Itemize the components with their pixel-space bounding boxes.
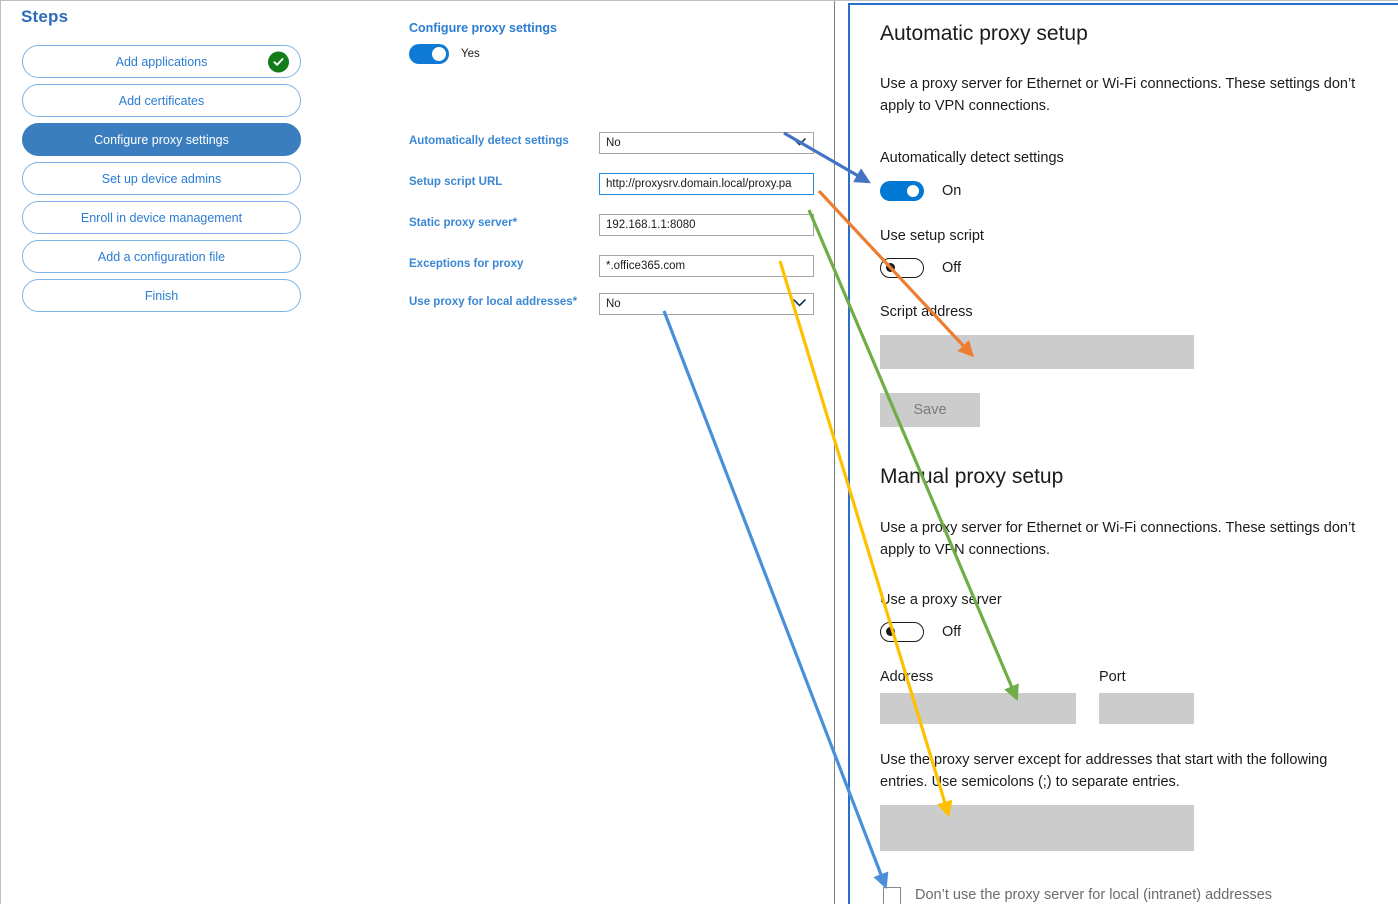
use-setup-script-toggle[interactable] [880, 258, 924, 278]
step-item-add-a-configuration-file[interactable]: Add a configuration file [22, 240, 301, 273]
input-value: 192.168.1.1:8080 [606, 219, 696, 231]
automatically-detect-settings-select[interactable]: No [599, 132, 814, 154]
setup-script-url-input[interactable]: http://proxysrv.domain.local/proxy.pa [599, 173, 814, 195]
proxy-exceptions-description: Use the proxy server except for addresse… [880, 752, 1328, 790]
script-address-input[interactable] [880, 335, 1194, 369]
step-item-enroll-in-device-management[interactable]: Enroll in device management [22, 201, 301, 234]
automatically-detect-settings-toggle-row: On [880, 181, 961, 201]
step-item-configure-proxy-settings[interactable]: Configure proxy settings [22, 123, 301, 156]
script-address-label: Script address [880, 304, 973, 320]
port-input[interactable] [1099, 693, 1194, 724]
field-label: Automatically detect settings [409, 135, 569, 147]
toggle-state-label: On [942, 183, 962, 199]
port-label: Port [1099, 669, 1126, 685]
panel-divider [834, 1, 835, 904]
step-label: Enroll in device management [80, 210, 243, 225]
save-button[interactable]: Save [880, 393, 980, 427]
input-value: http://proxysrv.domain.local/proxy.pa [606, 178, 792, 190]
step-item-add-certificates[interactable]: Add certificates [22, 84, 301, 117]
step-label: Add certificates [118, 93, 205, 108]
bypass-local-addresses-label: Don’t use the proxy server for local (in… [915, 887, 1273, 903]
exceptions-for-proxy-input[interactable]: *.office365.com [599, 255, 814, 277]
step-item-finish[interactable]: Finish [22, 279, 301, 312]
use-setup-script-label: Use setup script [880, 228, 984, 244]
step-item-add-applications[interactable]: Add applications [22, 45, 301, 78]
use-proxy-for-local-addresses-select[interactable]: No [599, 293, 814, 315]
address-label: Address [880, 669, 934, 685]
steps-panel-title: Steps [21, 7, 69, 26]
toggle-state-label: Off [942, 624, 962, 640]
manual-proxy-setup-description: Use a proxy server for Ethernet or Wi-Fi… [880, 520, 1356, 558]
proxy-exceptions-input[interactable] [880, 805, 1194, 851]
required-marker: * [572, 296, 578, 308]
configure-proxy-toggle[interactable] [409, 44, 449, 64]
field-setup-script-url: Setup script URL http://proxysrv.domain.… [409, 173, 834, 195]
toggle-knob [432, 47, 446, 61]
use-a-proxy-server-label: Use a proxy server [880, 592, 1002, 608]
field-label: Setup script URL [409, 176, 503, 188]
toggle-state-label: Off [942, 260, 962, 276]
select-value: No [606, 298, 621, 310]
field-exceptions-for-proxy: Exceptions for proxy *.office365.com [409, 255, 834, 277]
address-input[interactable] [880, 693, 1076, 724]
check-circle-icon [268, 51, 289, 72]
steps-panel: Steps Add applications Add certificates … [1, 1, 331, 904]
chevron-down-icon [793, 133, 806, 153]
step-label: Set up device admins [101, 171, 222, 186]
field-automatically-detect-settings: Automatically detect settings No [409, 132, 834, 154]
field-use-proxy-for-local-addresses: Use proxy for local addresses* No [409, 293, 834, 315]
chevron-down-icon [793, 294, 806, 314]
windows-proxy-settings-panel: Automatic proxy setup Use a proxy server… [848, 3, 1398, 904]
step-item-set-up-device-admins[interactable]: Set up device admins [22, 162, 301, 195]
automatic-proxy-setup-description: Use a proxy server for Ethernet or Wi-Fi… [880, 76, 1356, 114]
input-value: *.office365.com [606, 260, 686, 272]
use-a-proxy-server-toggle-row: Off [880, 622, 961, 642]
automatic-proxy-setup-heading: Automatic proxy setup [880, 22, 1088, 45]
select-value: No [606, 137, 621, 149]
step-label: Add a configuration file [97, 249, 226, 264]
configure-proxy-toggle-label: Yes [461, 48, 480, 60]
steps-list: Add applications Add certificates Config… [22, 45, 301, 318]
field-label: Exceptions for proxy [409, 258, 524, 270]
bypass-local-addresses-checkbox[interactable] [883, 887, 901, 904]
field-label: Static proxy server* [409, 217, 518, 229]
automatically-detect-settings-toggle[interactable] [880, 181, 924, 201]
toggle-knob [907, 185, 919, 197]
toggle-knob [886, 263, 895, 272]
automatically-detect-settings-label: Automatically detect settings [880, 150, 1064, 166]
required-marker: * [512, 217, 518, 229]
use-setup-script-toggle-row: Off [880, 258, 961, 278]
configure-proxy-form-panel: Configure proxy settings Yes Automatical… [331, 1, 834, 904]
manual-proxy-setup-heading: Manual proxy setup [880, 465, 1064, 488]
field-static-proxy-server: Static proxy server* 192.168.1.1:8080 [409, 214, 834, 236]
configure-proxy-toggle-row: Yes [409, 44, 480, 64]
step-label: Configure proxy settings [94, 132, 229, 147]
step-label: Finish [144, 288, 179, 303]
use-a-proxy-server-toggle[interactable] [880, 622, 924, 642]
static-proxy-server-input[interactable]: 192.168.1.1:8080 [599, 214, 814, 236]
toggle-knob [886, 627, 895, 636]
field-label: Use proxy for local addresses* [409, 296, 578, 308]
step-label: Add applications [115, 54, 208, 69]
form-heading: Configure proxy settings [409, 21, 557, 35]
